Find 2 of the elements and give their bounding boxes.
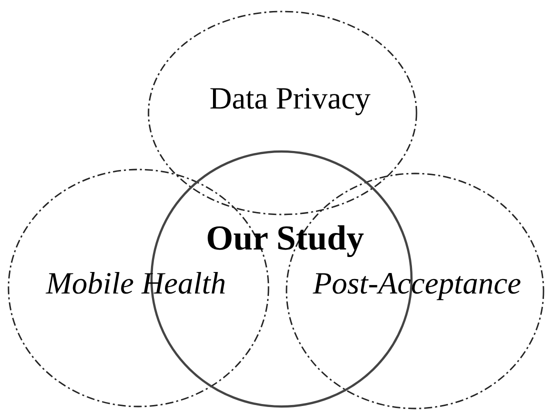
circle-label: Data Privacy <box>210 82 370 114</box>
circle-label: Our Study <box>206 220 364 256</box>
